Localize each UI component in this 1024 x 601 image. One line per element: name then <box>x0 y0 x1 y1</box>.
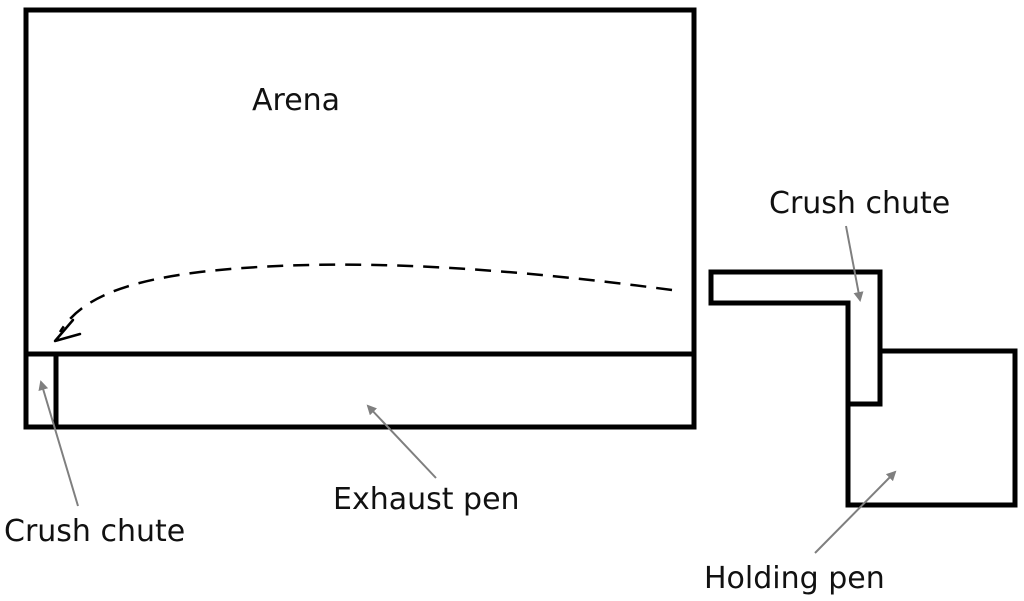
holding-pen-enclosure <box>845 348 1018 508</box>
crush-chute-right-pointer-arrow <box>845 225 864 302</box>
movement-path <box>58 263 673 333</box>
holding-pen-pointer-arrow <box>814 470 897 554</box>
crush-chute-left-enclosure <box>23 351 59 430</box>
crush-chute-left-pointer-arrow <box>38 380 79 507</box>
crush-chute-right-enclosure <box>708 269 883 407</box>
exhaust-pen-pointer-arrow <box>366 404 437 479</box>
crush-chute-left-label: Crush chute <box>4 514 185 549</box>
exhaust-pen-label: Exhaust pen <box>333 482 520 517</box>
arena-enclosure <box>23 7 697 357</box>
movement-path-arrowhead-icon <box>53 318 82 343</box>
exhaust-pen-enclosure <box>53 351 697 430</box>
crush-chute-right-label: Crush chute <box>769 186 950 221</box>
holding-pen-label: Holding pen <box>704 561 885 596</box>
arena-label: Arena <box>252 83 340 118</box>
